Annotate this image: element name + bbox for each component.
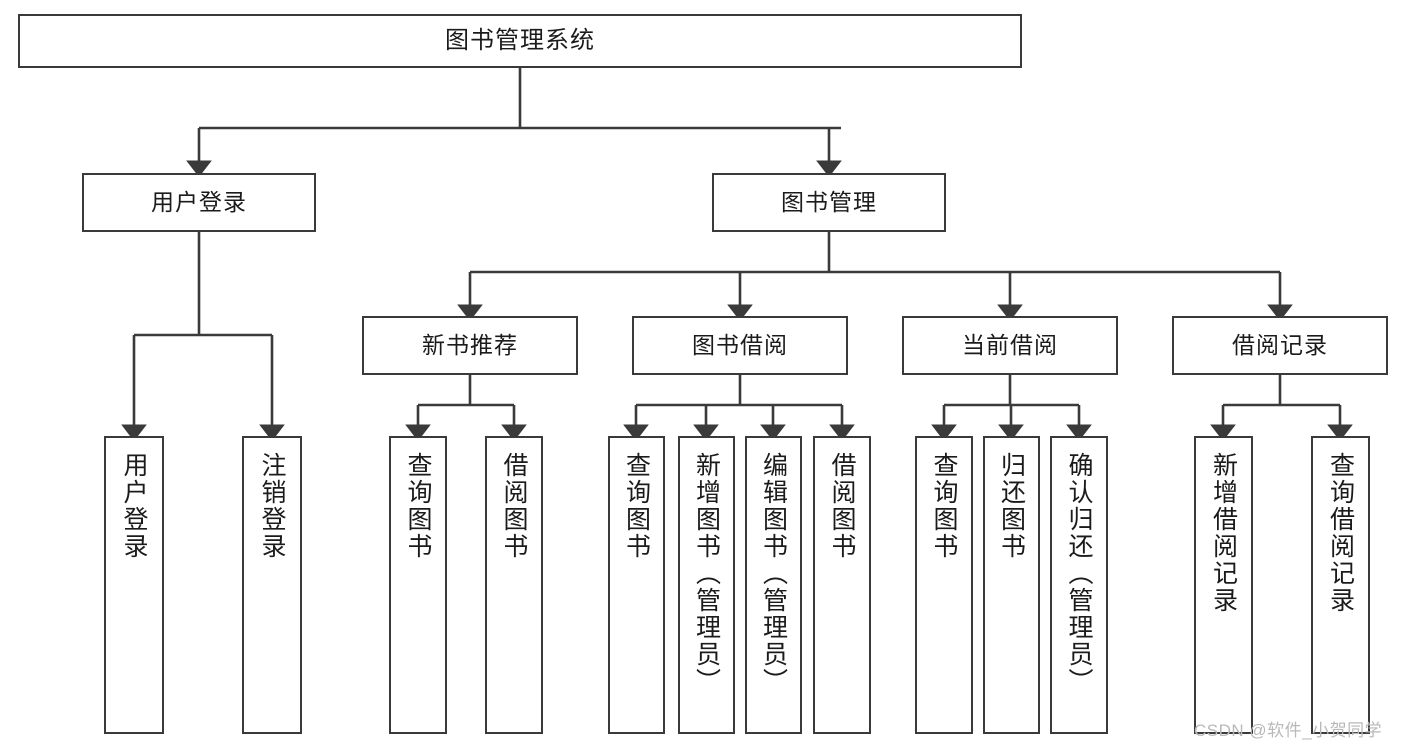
node-root-book-management-system[interactable]: 图书管理系统 <box>18 14 1022 68</box>
node-label: 借阅记录 <box>1232 331 1328 358</box>
node-label: 注销登录 <box>258 452 286 560</box>
node-new-book-recommend[interactable]: 新书推荐 <box>362 316 578 375</box>
node-label: 图书借阅 <box>692 331 788 358</box>
node-label: 查询图书 <box>930 452 958 560</box>
node-label: 用户登录 <box>120 452 148 560</box>
node-label: 借阅图书 <box>500 452 528 560</box>
node-book-management[interactable]: 图书管理 <box>712 173 946 232</box>
node-label: 用户登录 <box>151 188 247 215</box>
node-add-book[interactable]: 新增图书（管理员） <box>678 436 735 734</box>
node-edit-book[interactable]: 编辑图书（管理员） <box>745 436 802 734</box>
node-label: 借阅图书 <box>828 452 856 560</box>
node-logout-leaf[interactable]: 注销登录 <box>242 436 302 734</box>
csdn-watermark: CSDN @软件_小贺同学 <box>1194 721 1383 740</box>
node-label: 编辑图书（管理员） <box>759 452 788 695</box>
node-query-book-1[interactable]: 查询图书 <box>389 436 447 734</box>
node-label: 确认归还（管理员） <box>1065 452 1093 695</box>
node-user-login-leaf[interactable]: 用户登录 <box>104 436 164 734</box>
node-label: 新书推荐 <box>422 331 518 358</box>
node-current-borrow[interactable]: 当前借阅 <box>902 316 1118 375</box>
node-label: 归还图书 <box>997 452 1026 560</box>
node-book-borrow[interactable]: 图书借阅 <box>632 316 848 375</box>
node-add-borrow-record[interactable]: 新增借阅记录 <box>1194 436 1253 734</box>
node-query-borrow-record[interactable]: 查询借阅记录 <box>1311 436 1370 734</box>
node-label: 图书管理系统 <box>445 26 595 54</box>
node-label: 新增借阅记录 <box>1209 452 1238 614</box>
node-label: 查询图书 <box>404 452 432 560</box>
node-confirm-return[interactable]: 确认归还（管理员） <box>1050 436 1108 734</box>
node-borrow-book-1[interactable]: 借阅图书 <box>485 436 543 734</box>
node-label: 查询图书 <box>622 452 651 560</box>
node-return-book[interactable]: 归还图书 <box>983 436 1040 734</box>
node-label: 图书管理 <box>781 188 877 215</box>
node-borrow-record[interactable]: 借阅记录 <box>1172 316 1388 375</box>
node-borrow-book-2[interactable]: 借阅图书 <box>813 436 871 734</box>
node-query-book-3[interactable]: 查询图书 <box>915 436 973 734</box>
node-label: 新增图书（管理员） <box>692 452 721 695</box>
node-label: 查询借阅记录 <box>1326 452 1355 614</box>
node-label: 当前借阅 <box>962 331 1058 358</box>
node-user-login[interactable]: 用户登录 <box>82 173 316 232</box>
node-query-book-2[interactable]: 查询图书 <box>608 436 665 734</box>
